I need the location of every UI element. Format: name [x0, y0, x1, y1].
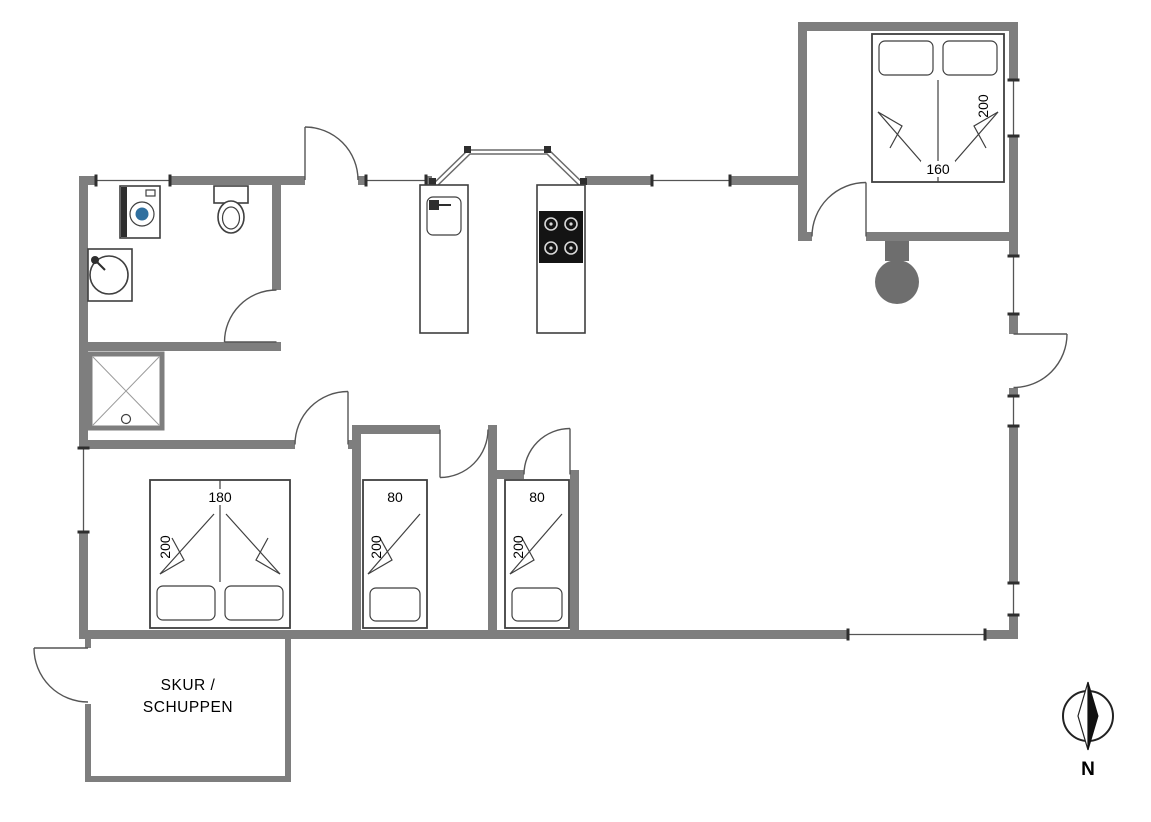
single-bed-2: 80 200 — [362, 479, 428, 629]
terrace-door-swing — [1009, 333, 1068, 389]
main-bedroom-door-swing — [811, 181, 867, 241]
kitchen-stove-counter — [536, 184, 586, 334]
main-bed-width-label: 160 — [926, 161, 950, 177]
kitchen-sink-counter — [419, 184, 469, 334]
bed1-length-label: 200 — [157, 535, 173, 559]
window — [846, 628, 987, 641]
shed-door-swing — [33, 647, 91, 704]
window — [94, 174, 172, 187]
cooktop — [539, 211, 583, 263]
bay-window — [429, 146, 587, 188]
bed3-length-label: 200 — [510, 535, 526, 559]
bedroom3-door-swing — [523, 427, 571, 475]
wood-stove — [875, 241, 919, 304]
washbasin — [87, 248, 133, 302]
double-bed-main: 160 200 — [871, 33, 1005, 183]
toilet — [213, 185, 249, 234]
bedroom2-door-swing — [439, 429, 489, 479]
interior-walls — [79, 185, 579, 639]
compass-north-label: N — [1081, 759, 1095, 780]
compass-rose: N — [1062, 681, 1114, 780]
kitchen-fixtures — [419, 184, 586, 334]
doors — [33, 126, 1068, 704]
main-bed-length-label: 200 — [975, 94, 991, 118]
window — [650, 174, 732, 187]
single-bed-3: 80 200 — [504, 479, 570, 629]
bed1-width-label: 180 — [208, 489, 232, 505]
window — [77, 446, 90, 534]
windows — [77, 78, 1020, 641]
shed-label-line2: SCHUPPEN — [143, 699, 233, 716]
window — [1007, 254, 1020, 316]
window — [1007, 581, 1020, 617]
shed-label-line1: SKUR / — [161, 677, 216, 694]
entrance-door-swing — [304, 126, 359, 185]
window — [1007, 394, 1020, 428]
bedroom1-door-swing — [294, 390, 349, 445]
bathroom-door-swing — [223, 289, 281, 343]
double-bed-1: 180 200 — [149, 479, 291, 629]
shower — [87, 351, 165, 431]
shed-walls — [85, 639, 291, 782]
window — [364, 174, 428, 187]
washing-machine — [119, 185, 161, 239]
window — [1007, 78, 1020, 138]
shed-label: SKUR / SCHUPPEN — [143, 677, 233, 716]
bed3-width-label: 80 — [529, 489, 545, 505]
bathroom-fixtures — [87, 185, 249, 431]
bed2-length-label: 200 — [368, 535, 384, 559]
bed2-width-label: 80 — [387, 489, 403, 505]
